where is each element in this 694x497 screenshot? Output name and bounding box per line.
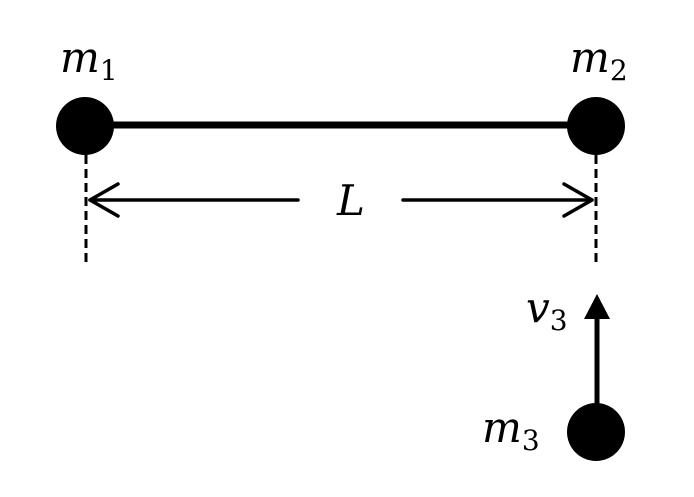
- label-length: L: [336, 176, 365, 225]
- label-m1: m1: [60, 33, 118, 87]
- label-v3: v3: [526, 283, 568, 337]
- velocity-arrow-head: [584, 294, 610, 319]
- label-m2: m2: [570, 33, 628, 87]
- mass-m1: [56, 97, 114, 155]
- label-m3: m3: [482, 403, 540, 457]
- mass-m2: [567, 97, 625, 155]
- mass-m3: [567, 403, 625, 461]
- length-dimension-arrow: [88, 182, 594, 218]
- length-arrow-right-head: [562, 182, 594, 218]
- length-arrow-left-head: [88, 182, 120, 218]
